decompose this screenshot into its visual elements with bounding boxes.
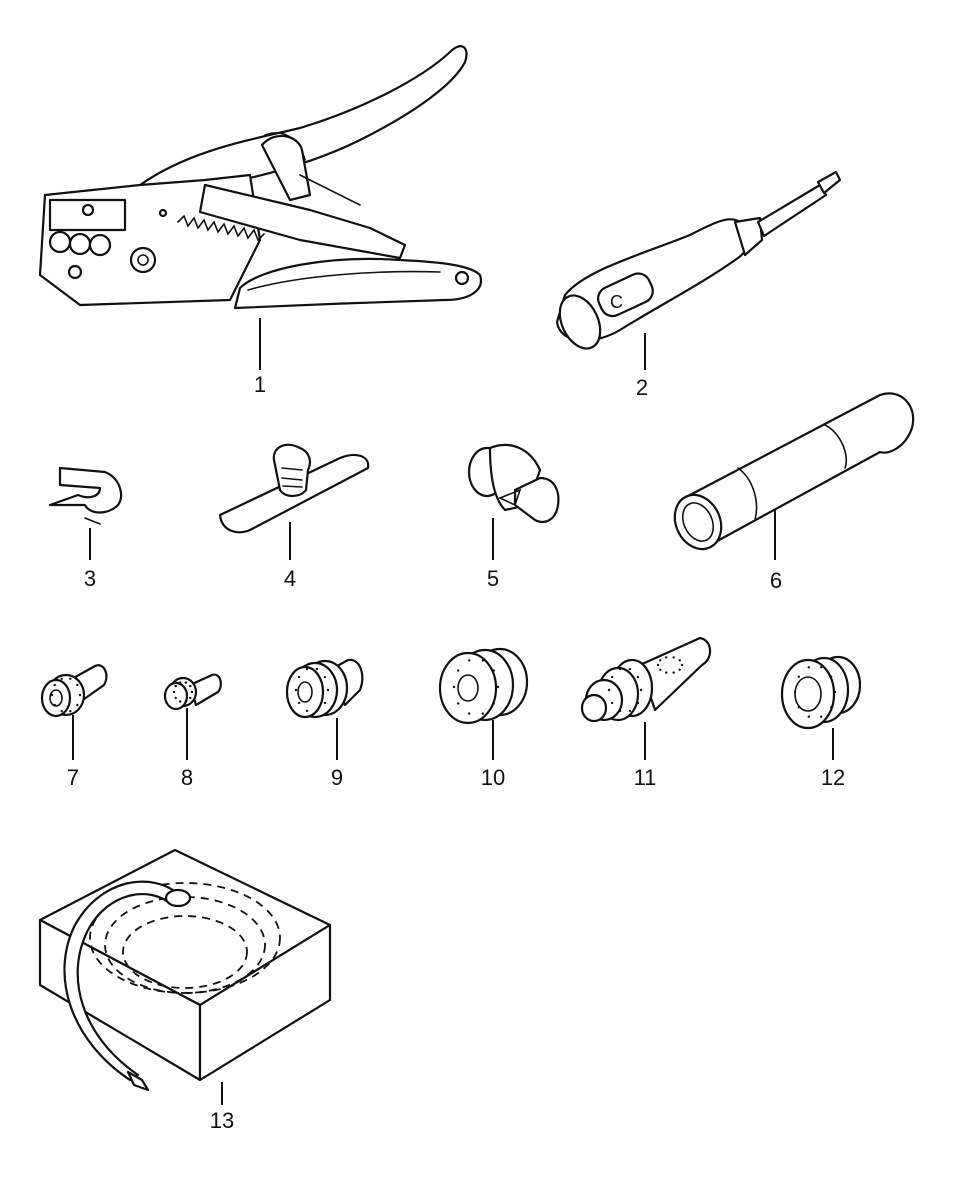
callout-5: 5 <box>487 566 499 591</box>
seal-dot <box>53 703 56 707</box>
seal-dot <box>457 669 460 672</box>
seal-dot <box>672 671 675 674</box>
part-10-seal[interactable] <box>438 647 529 725</box>
seal-dot <box>659 659 662 662</box>
seal-dot <box>830 706 833 709</box>
callout-7: 7 <box>67 765 79 790</box>
seal-dot <box>452 685 456 689</box>
seal-dot <box>492 702 495 705</box>
seal-dot <box>820 666 823 669</box>
callout-13: 13 <box>210 1108 234 1133</box>
seal-dot <box>618 709 622 713</box>
seal-dot <box>179 700 182 703</box>
callout-9: 9 <box>331 765 343 790</box>
seal-dot <box>618 667 622 671</box>
part-13-wire-coil[interactable] <box>38 848 332 1092</box>
seal-dot <box>496 685 500 689</box>
seal-dot <box>680 663 684 667</box>
seal-dot <box>60 710 63 713</box>
seal-dot <box>53 683 56 687</box>
callout-3: 3 <box>84 566 96 591</box>
part-2-screwdriver[interactable]: C <box>552 170 842 355</box>
seal-dot <box>659 668 662 671</box>
callout-8: 8 <box>181 765 193 790</box>
seal-dot <box>797 675 800 678</box>
seal-dot <box>323 675 327 679</box>
part-1-crimping-pliers[interactable] <box>38 45 483 310</box>
part-8-seal[interactable] <box>163 673 222 711</box>
seal-dot <box>305 709 309 713</box>
seal-dot <box>672 656 675 659</box>
seal-dot <box>468 659 471 662</box>
seal-dot <box>468 712 471 715</box>
seal-dot <box>797 706 800 709</box>
callout-11: 11 <box>634 765 657 790</box>
seal-dot <box>656 663 660 667</box>
seal-dot <box>172 690 176 694</box>
part-9-seal[interactable] <box>285 658 364 719</box>
part-3-clip[interactable] <box>48 466 123 525</box>
callout-10: 10 <box>481 765 505 790</box>
seal-dot <box>179 681 182 684</box>
seal-dot <box>69 710 72 713</box>
seal-dot <box>807 715 810 718</box>
seal-dot <box>294 688 298 692</box>
part-7-seal[interactable] <box>40 664 108 718</box>
seal-dot <box>189 684 192 688</box>
seal-dot <box>78 693 82 697</box>
seal-dot <box>189 696 192 700</box>
seal-dot <box>297 675 301 679</box>
seal-dot <box>830 675 833 678</box>
seal-dot <box>628 709 632 713</box>
part-11-seal[interactable] <box>580 636 712 723</box>
seal-dot <box>610 675 614 679</box>
seal-dot <box>610 701 614 705</box>
seal-dot <box>326 688 330 692</box>
seal-dot <box>76 683 79 687</box>
seal-dot <box>184 681 187 684</box>
seal-dot <box>174 684 177 688</box>
seal-dot <box>636 675 640 679</box>
seal-dot <box>678 668 681 671</box>
seal-dot <box>184 700 187 703</box>
seal-dot <box>305 667 309 671</box>
seal-dot <box>297 701 301 705</box>
callout-12: 12 <box>821 765 845 790</box>
seal-dot <box>628 667 632 671</box>
callout-4: 4 <box>284 566 296 591</box>
seal-dot <box>678 659 681 662</box>
seal-dot <box>60 677 63 680</box>
seal-texture-dots <box>50 656 837 718</box>
seal-dot <box>315 709 319 713</box>
seal-dot <box>69 677 72 680</box>
seal-dot <box>639 688 643 692</box>
seal-dot <box>807 666 810 669</box>
seal-dot <box>190 690 194 694</box>
seal-dot <box>665 656 668 659</box>
seal-dot <box>457 702 460 705</box>
part-12-seal[interactable] <box>780 655 862 730</box>
callout-6: 6 <box>770 568 782 593</box>
callout-2: 2 <box>636 375 648 400</box>
seal-dot <box>50 693 54 697</box>
screwdriver-handle-mark: C <box>610 292 623 312</box>
callout-1: 1 <box>254 372 266 397</box>
seal-dot <box>665 671 668 674</box>
seal-dot <box>833 690 837 694</box>
seal-dot <box>607 688 611 692</box>
part-4-stud-strip[interactable] <box>218 443 370 534</box>
seal-dot <box>174 696 177 700</box>
seal-dot <box>820 715 823 718</box>
seal-dot <box>323 701 327 705</box>
seal-dot <box>793 690 797 694</box>
seal-dot <box>76 703 79 707</box>
part-6-sleeve[interactable] <box>666 392 915 556</box>
seal-dot <box>481 712 484 715</box>
seal-dot <box>315 667 319 671</box>
part-5-connector-clip[interactable] <box>467 443 560 523</box>
seal-dot <box>492 669 495 672</box>
seal-dot <box>481 659 484 662</box>
seal-dot <box>636 701 640 705</box>
